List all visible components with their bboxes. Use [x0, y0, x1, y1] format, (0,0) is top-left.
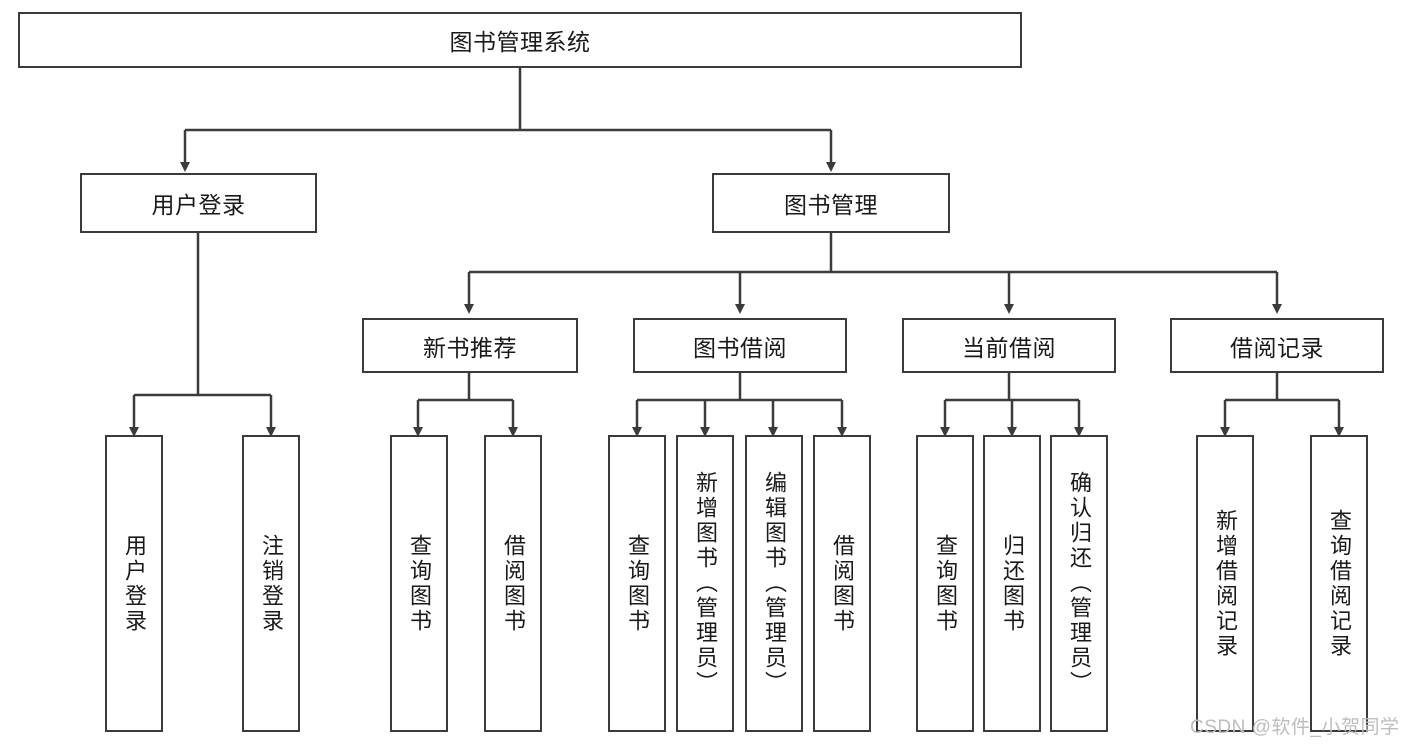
leaf-book-borrow-query-books[interactable]: 查询图书: [608, 435, 666, 732]
leaf-borrow-record-query-record[interactable]: 查询借阅记录: [1310, 435, 1368, 732]
node-label: 用户登录: [122, 533, 147, 634]
leaf-current-borrow-return-books[interactable]: 归还图书: [983, 435, 1041, 732]
leaf-user-login-logout[interactable]: 注销登录: [242, 435, 300, 732]
node-label: 编辑图书（管理员）: [762, 471, 787, 696]
node-label: 注销登录: [259, 533, 284, 634]
leaf-current-borrow-query-books[interactable]: 查询图书: [916, 435, 974, 732]
node-label: 图书借阅: [693, 334, 787, 361]
leaf-book-borrow-borrow-books[interactable]: 借阅图书: [813, 435, 871, 732]
leaf-book-borrow-edit-book-admin[interactable]: 编辑图书（管理员）: [745, 435, 803, 732]
node-book-borrow[interactable]: 图书借阅: [633, 318, 847, 373]
node-root-book-management-system[interactable]: 图书管理系统: [18, 12, 1022, 68]
node-book-management[interactable]: 图书管理: [712, 173, 950, 233]
node-label: 借阅图书: [830, 533, 855, 634]
node-label: 借阅图书: [501, 533, 526, 634]
node-user-login[interactable]: 用户登录: [80, 173, 317, 233]
leaf-borrow-record-add-record[interactable]: 新增借阅记录: [1196, 435, 1254, 732]
node-label: 图书管理: [784, 192, 878, 218]
node-label: 新书推荐: [423, 334, 517, 361]
node-label: 查询借阅记录: [1327, 508, 1352, 659]
node-borrow-record[interactable]: 借阅记录: [1170, 318, 1384, 373]
node-label: 查询图书: [933, 533, 958, 634]
node-new-book-recommend[interactable]: 新书推荐: [362, 318, 578, 373]
node-label: 图书管理系统: [449, 29, 591, 55]
watermark-text: CSDN @软件_小贺同学: [1190, 717, 1400, 738]
leaf-current-borrow-confirm-return-admin[interactable]: 确认归还（管理员）: [1050, 435, 1108, 732]
node-label: 用户登录: [151, 192, 246, 218]
node-label: 归还图书: [1000, 533, 1025, 634]
node-label: 查询图书: [625, 533, 650, 634]
leaf-new-book-query-books[interactable]: 查询图书: [390, 435, 448, 732]
node-label: 新增借阅记录: [1213, 508, 1238, 659]
leaf-new-book-borrow-books[interactable]: 借阅图书: [484, 435, 542, 732]
node-label: 借阅记录: [1230, 334, 1324, 361]
node-label: 新增图书（管理员）: [693, 471, 718, 696]
leaf-user-login-login[interactable]: 用户登录: [105, 435, 163, 732]
node-label: 查询图书: [407, 533, 432, 634]
node-label: 当前借阅: [962, 334, 1056, 361]
leaf-book-borrow-add-book-admin[interactable]: 新增图书（管理员）: [676, 435, 734, 732]
node-label: 确认归还（管理员）: [1067, 471, 1092, 696]
node-current-borrow[interactable]: 当前借阅: [902, 318, 1116, 373]
